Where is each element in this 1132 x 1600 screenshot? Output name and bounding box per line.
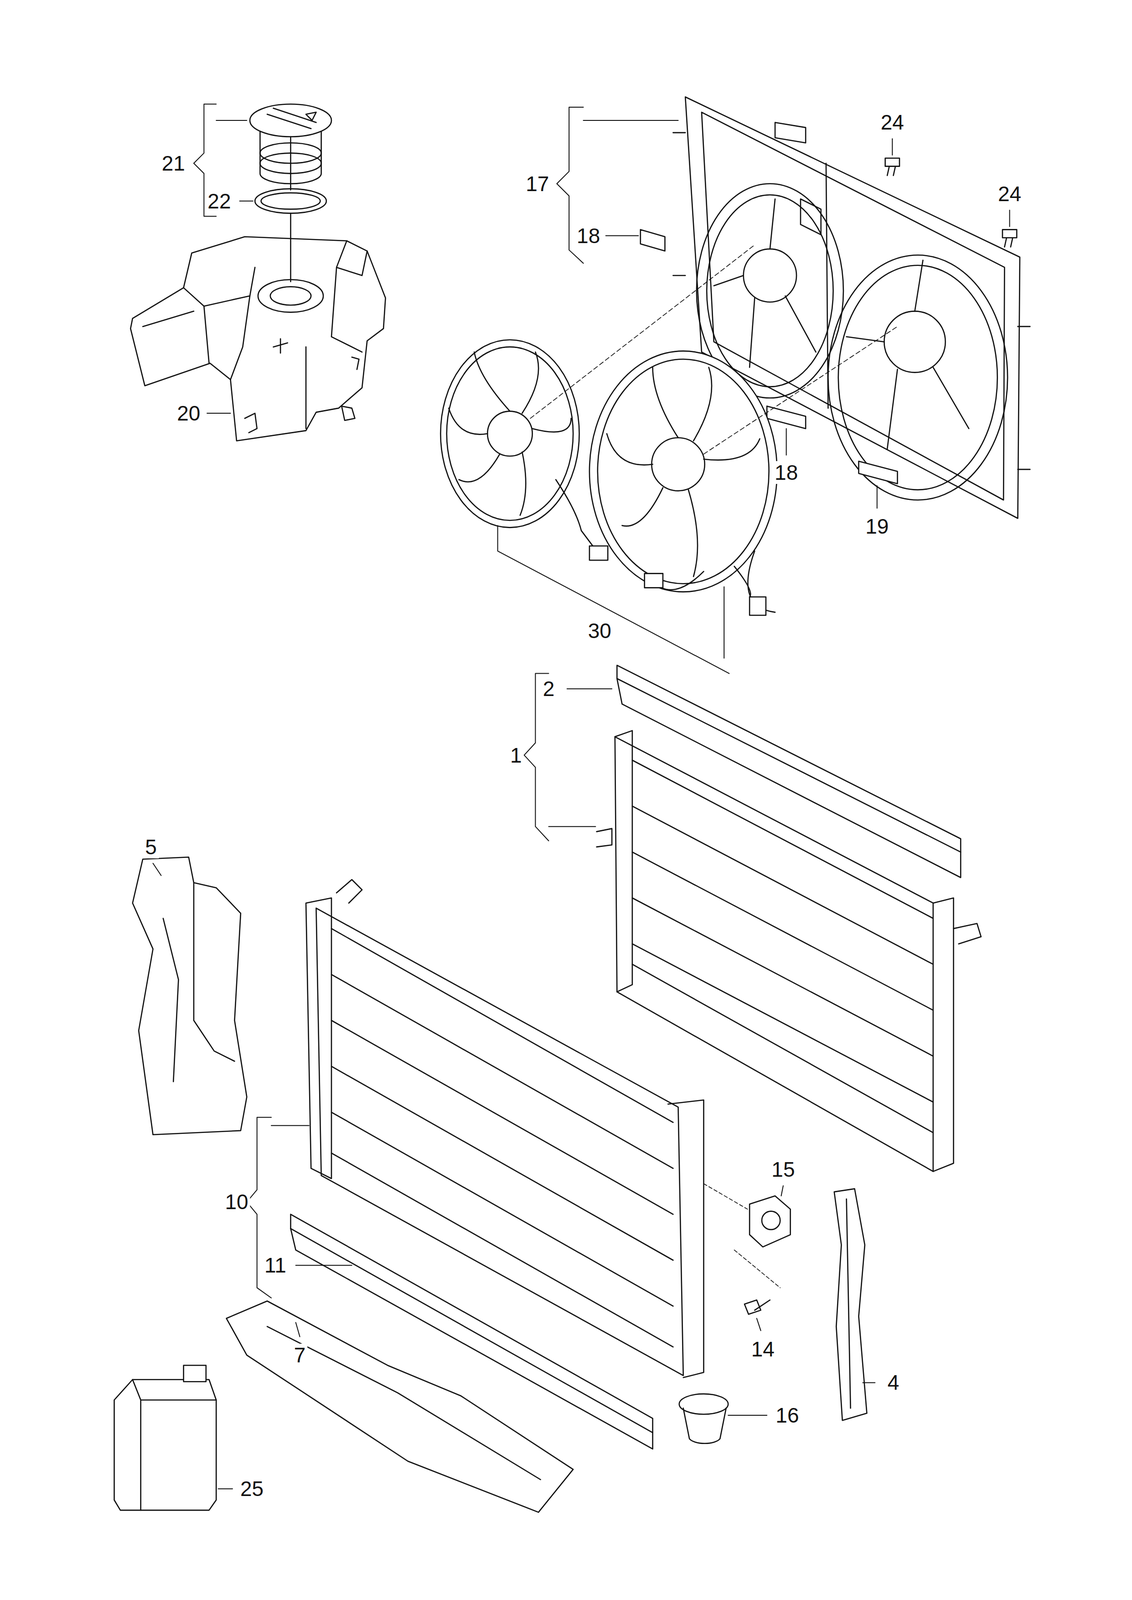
callout-number: 1 — [508, 743, 524, 767]
callout-number: 16 — [773, 1403, 801, 1427]
air-guide-right — [834, 1188, 868, 1420]
callout-number: 21 — [160, 151, 187, 175]
callout-number: 20 — [175, 401, 202, 425]
callout-number: 24 — [996, 182, 1024, 206]
callout-number: 11 — [262, 1253, 289, 1277]
callout-number: 18 — [574, 224, 602, 248]
coolant-container — [114, 1364, 217, 1510]
callout-number: 10 — [222, 1189, 250, 1213]
coolant-reservoir — [130, 136, 386, 441]
alignment-lines — [530, 244, 898, 455]
callout-number: 17 — [523, 172, 551, 196]
callout-number: 7 — [292, 1343, 308, 1366]
callout-number: 19 — [863, 514, 891, 538]
grommet — [679, 1393, 729, 1443]
callout-number: 25 — [238, 1476, 266, 1500]
o-ring — [254, 188, 327, 214]
callout-number: 30 — [586, 619, 614, 642]
air-guide-left — [132, 856, 248, 1135]
callout-number: 5 — [143, 835, 159, 859]
callout-number: 22 — [205, 189, 233, 213]
callout-number: 2 — [541, 677, 557, 700]
radiator-bracket — [703, 1183, 791, 1314]
callout-number: 15 — [769, 1157, 797, 1181]
callout-number: 24 — [878, 110, 906, 134]
air-guide-bottom — [226, 1300, 574, 1512]
radiator-fans — [440, 339, 777, 616]
callout-number: 14 — [749, 1337, 777, 1360]
callout-number: 18 — [772, 460, 800, 484]
callout-number: 4 — [885, 1370, 902, 1394]
leader-lines — [153, 103, 1010, 1489]
